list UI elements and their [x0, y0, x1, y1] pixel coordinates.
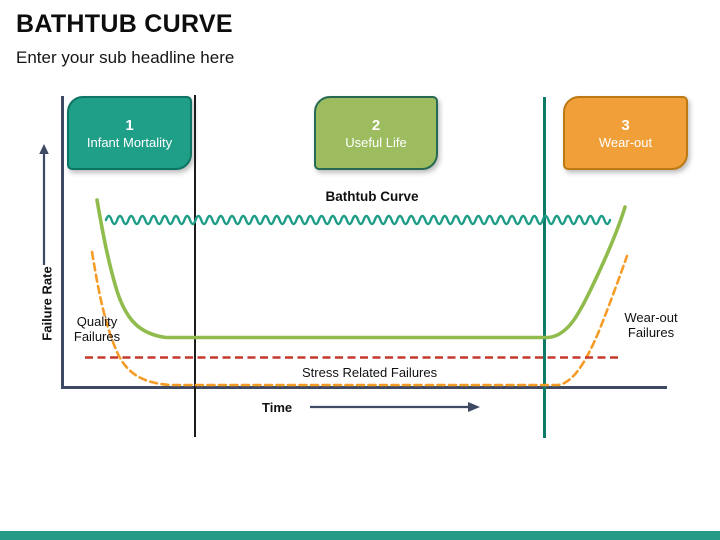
x-axis-line [61, 386, 667, 389]
phase-label: Useful Life [345, 134, 407, 150]
wear-out-failures-label: Wear-out Failures [624, 310, 678, 341]
stress-related-failures-label: Stress Related Failures [302, 365, 438, 380]
phase-label: Infant Mortality [86, 134, 173, 150]
page-title: BATHTUB CURVE [16, 10, 233, 38]
phase-box-infant-mortality: 1 Infant Mortality [67, 96, 192, 170]
page-subtitle: Enter your sub headline here [16, 48, 235, 67]
quality-failures-label: Quality Failures [73, 314, 121, 345]
time-arrow [310, 402, 480, 412]
random-failure-wave [104, 214, 612, 226]
y-axis-arrow [39, 144, 49, 265]
phase-box-wear-out: 3 Wear-out [563, 96, 688, 170]
curve-title-label: Bathtub Curve [325, 189, 419, 204]
phase-number: 2 [371, 116, 381, 134]
region-divider-2 [543, 97, 546, 438]
phase-number: 1 [125, 116, 134, 134]
region-divider-1 [194, 95, 196, 437]
phase-box-useful-life: 2 Useful Life [314, 96, 438, 170]
bottom-accent-bar [0, 531, 720, 540]
phase-number: 3 [621, 116, 630, 134]
x-axis-label: Time [262, 400, 293, 415]
y-axis-label: Failure Rate [39, 266, 55, 341]
phase-label: Wear-out [598, 134, 653, 150]
y-axis-line [61, 96, 64, 388]
